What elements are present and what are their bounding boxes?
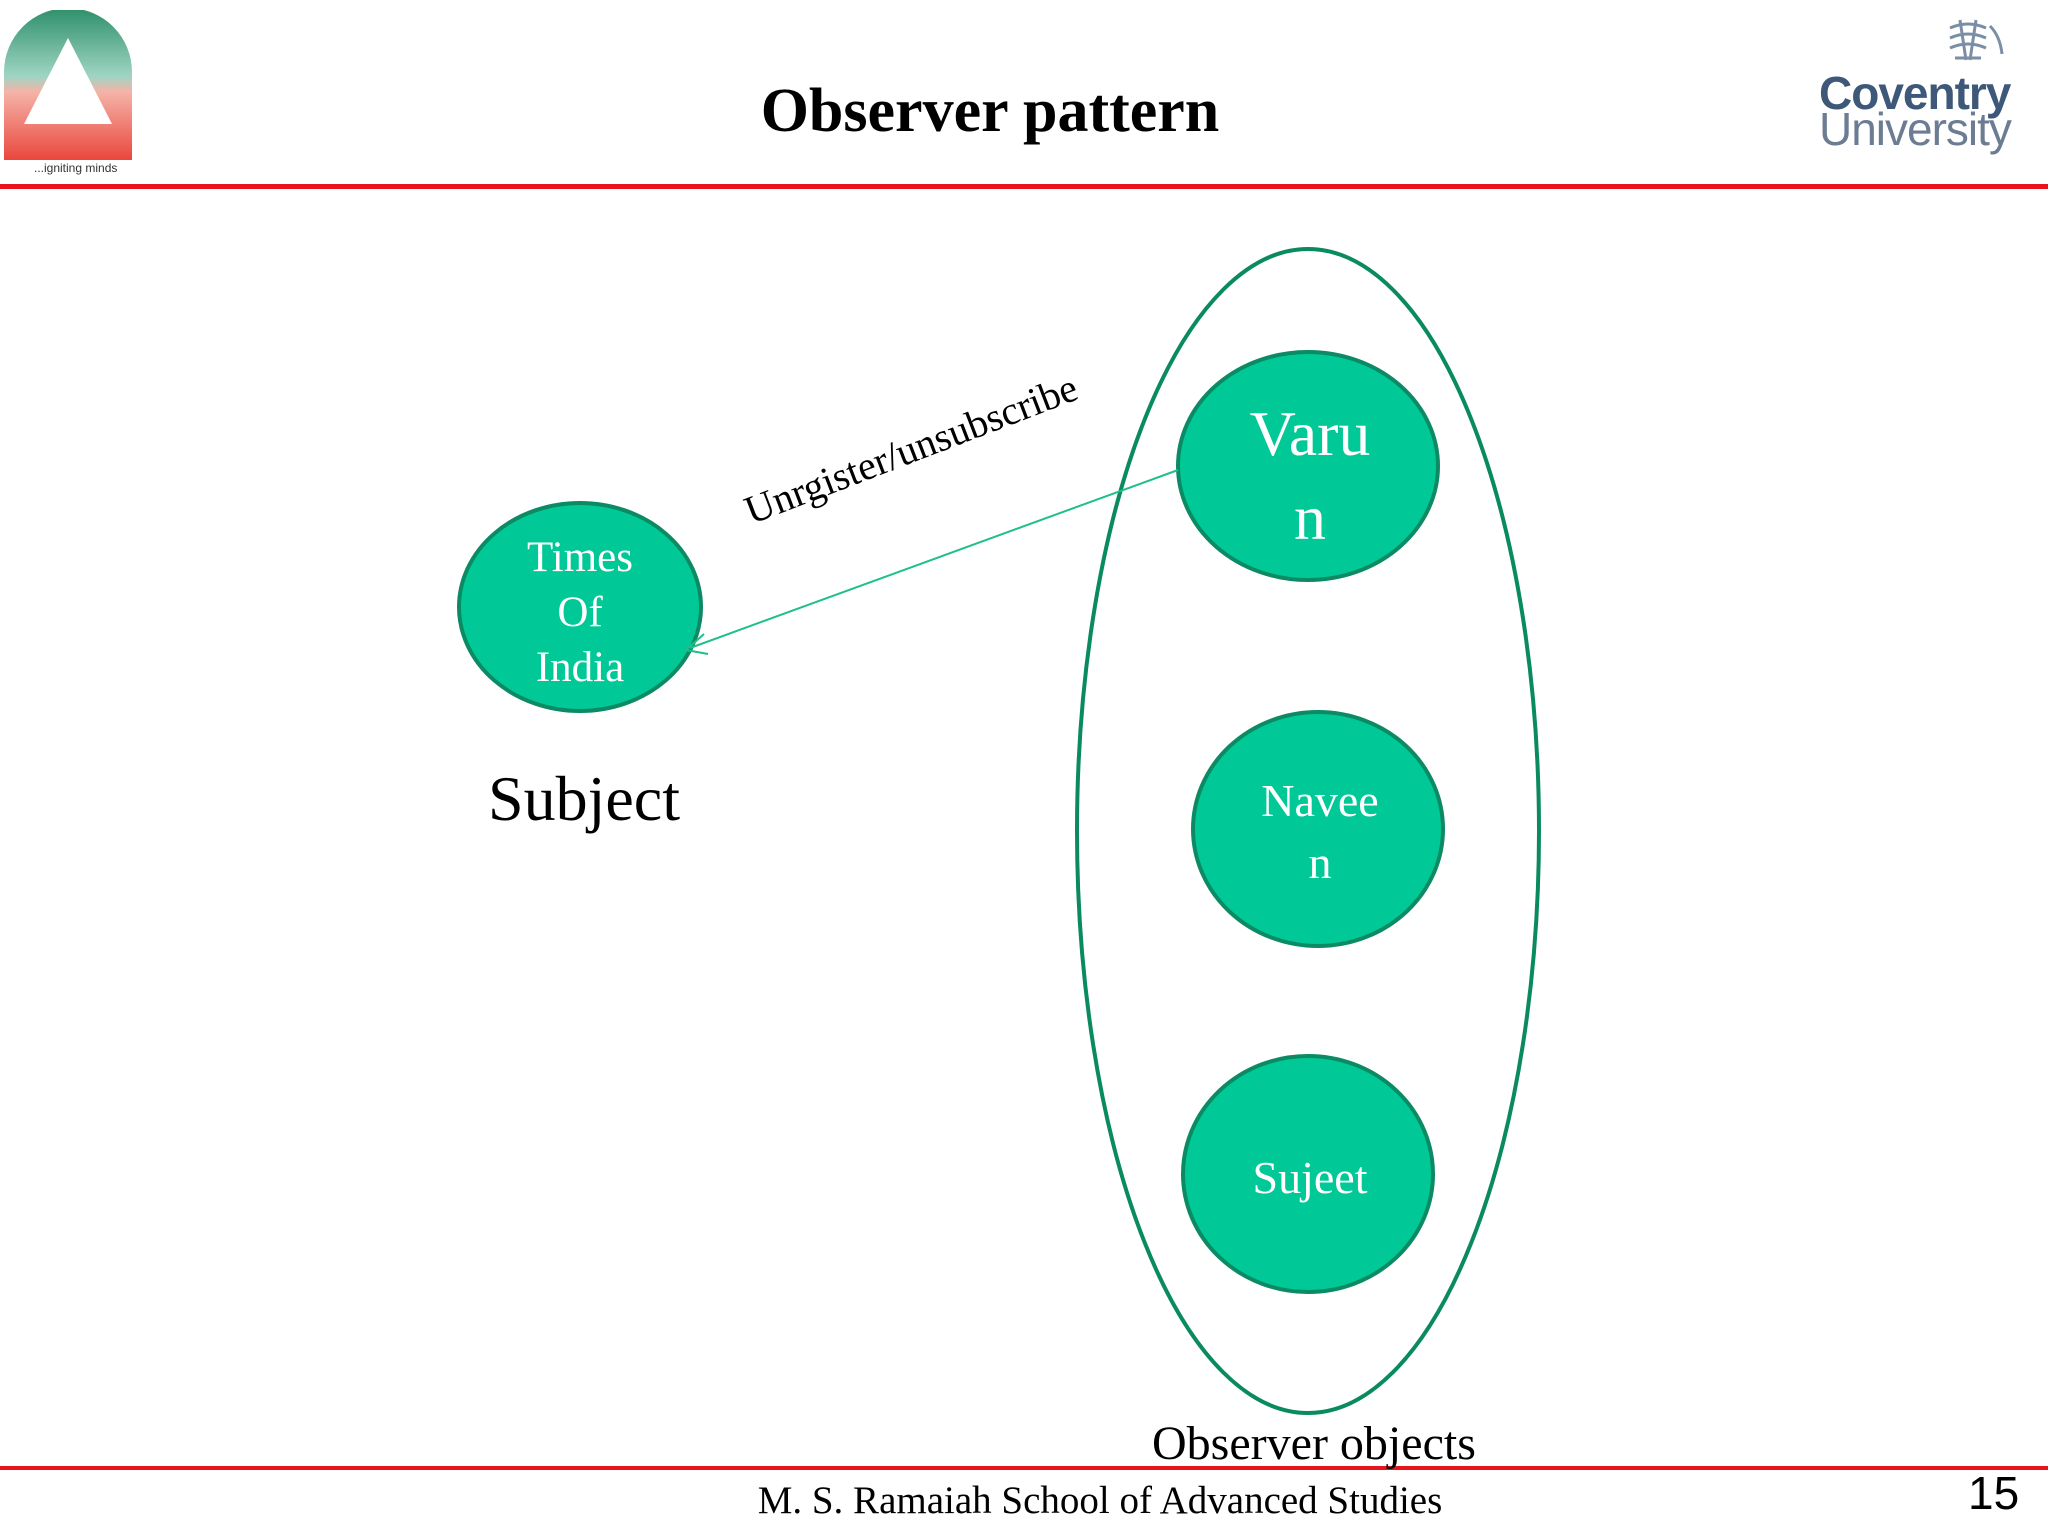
footer-institution: M. S. Ramaiah School of Advanced Studies bbox=[757, 1479, 1443, 1522]
arrowhead-icon bbox=[683, 633, 709, 655]
observer-node-naveen bbox=[1191, 710, 1445, 948]
observer-node-label-sujeet: Sujeet bbox=[1252, 1152, 1368, 1203]
slide-title: Observer pattern bbox=[760, 77, 1220, 145]
header-divider bbox=[0, 184, 2048, 189]
subject-node-label: Times Of India bbox=[527, 534, 633, 691]
observer-group-ellipse bbox=[1075, 247, 1541, 1415]
university-crest-icon bbox=[1949, 19, 2004, 61]
footer-divider bbox=[0, 1466, 2048, 1470]
page-number: 15 bbox=[1968, 1467, 2020, 1519]
university-name-line2: University bbox=[1819, 103, 2012, 155]
observer-node-label-varun: Varu n bbox=[1249, 398, 1371, 553]
observer-node-label-naveen: Navee n bbox=[1261, 775, 1379, 888]
logo-tagline: ...igniting minds bbox=[34, 161, 118, 175]
observer-group-label: Observer objects bbox=[1152, 1417, 1476, 1470]
unsubscribe-arrow bbox=[689, 469, 1179, 649]
subject-label: Subject bbox=[488, 763, 680, 834]
observer-node-varun bbox=[1176, 350, 1440, 582]
observer-node-sujeet bbox=[1181, 1054, 1435, 1294]
institution-logo bbox=[4, 10, 132, 160]
subject-node bbox=[457, 501, 703, 713]
university-name-line1: Coventry bbox=[1819, 67, 2011, 119]
